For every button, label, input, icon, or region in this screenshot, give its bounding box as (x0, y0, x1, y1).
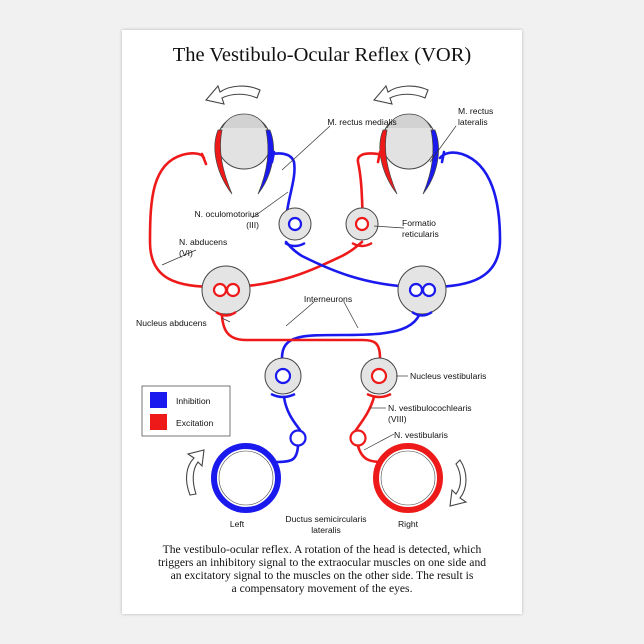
label-interneurons: Interneurons (304, 294, 352, 304)
svg-text:reticularis: reticularis (402, 229, 439, 239)
label-left: Left (230, 519, 245, 529)
label-n-oculomotorius: N. oculomotorius (195, 209, 259, 219)
pathway-left-interneuron (230, 240, 364, 289)
label-formatio-reticularis: Formatio (402, 218, 436, 228)
left-medial-rectus-muscle (257, 129, 274, 195)
vor-diagram: The Vestibulo-Ocular Reflex (VOR) (136, 44, 502, 595)
label-n-abducens: N. abducens (179, 237, 227, 247)
label-nucleus-vestibularis: Nucleus vestibularis (410, 371, 486, 381)
svg-text:(VIII): (VIII) (388, 414, 407, 424)
legend: Inhibition Excitation (141, 385, 231, 437)
left-eye (214, 113, 274, 195)
pathway-left-canal-nerve (275, 444, 300, 464)
caption: The vestibulo-ocular reflex. A rotation … (158, 543, 486, 595)
legend-label-excitation: Excitation (176, 418, 213, 428)
svg-text:lateralis: lateralis (458, 117, 488, 127)
caption-line: an excitatory signal to the muscles on t… (171, 569, 474, 582)
label-ductus-semicircularis: Ductus semicircularis (285, 514, 366, 524)
legend-swatch-inhibition (150, 392, 167, 408)
left-ganglion (289, 429, 307, 447)
right-medial-rectus-muscle (379, 129, 398, 195)
muscle-synapses (200, 150, 446, 166)
caption-line: a compensatory movement of the eyes. (232, 582, 413, 595)
page-title: The Vestibulo-Ocular Reflex (VOR) (173, 44, 472, 66)
caption-line: The vestibulo-ocular reflex. A rotation … (163, 543, 482, 556)
poster: The Vestibulo-Ocular Reflex (VOR) (122, 30, 522, 614)
rotation-arrow-icon (185, 449, 205, 496)
pathway-right-abducens-nerve (428, 151, 502, 289)
rotation-arrow-icon (204, 84, 261, 105)
svg-text:lateralis: lateralis (311, 525, 341, 535)
legend-label-inhibition: Inhibition (176, 396, 211, 406)
semicircular-canal-icon (373, 443, 443, 513)
pathway-left-abducens-nerve (148, 152, 220, 289)
pathway-right-vestibular-to-left-abducens (220, 298, 382, 360)
cornea (386, 113, 432, 129)
label-m-rectus-medialis: M. rectus medialis (327, 117, 396, 127)
svg-text:(III): (III) (246, 220, 259, 230)
svg-text:(VI): (VI) (179, 248, 193, 258)
nuclei (201, 207, 447, 399)
cornea (221, 113, 267, 129)
eye-rotation-arrows (204, 84, 429, 105)
pathway-right-oculomotor-nerve (356, 152, 380, 228)
left-lateral-rectus-muscle (214, 129, 233, 195)
pathway-left-vestibular-to-right-abducens (280, 296, 424, 360)
head-rotation-arrows (185, 449, 468, 507)
legend-swatch-excitation (150, 414, 167, 430)
pathway-left-oculomotor-nerve (270, 152, 296, 228)
label-n-vestibularis: N. vestibularis (394, 430, 448, 440)
right-ganglion (349, 429, 367, 447)
semicircular-canal-icon (211, 443, 281, 513)
vestibular-organs (211, 429, 443, 513)
labels: M. rectus medialis M. rectus lateralis N… (136, 106, 493, 535)
caption-line: triggers an inhibitory signal to the ext… (158, 556, 486, 569)
label-m-rectus-lateralis: M. rectus (458, 106, 493, 116)
nerve-pathways (148, 151, 502, 464)
label-n-vestibulocochlearis: N. vestibulocochlearis (388, 403, 472, 413)
rotation-arrow-icon (372, 84, 429, 105)
pathway-right-interneuron (284, 240, 416, 289)
leader-lines (161, 125, 457, 451)
rotation-arrow-icon (449, 459, 468, 507)
label-right: Right (398, 519, 419, 529)
pathway-left-vestibular-nerve (282, 395, 302, 432)
pathway-right-vestibular-nerve (354, 395, 376, 432)
label-nucleus-abducens: Nucleus abducens (136, 318, 207, 328)
